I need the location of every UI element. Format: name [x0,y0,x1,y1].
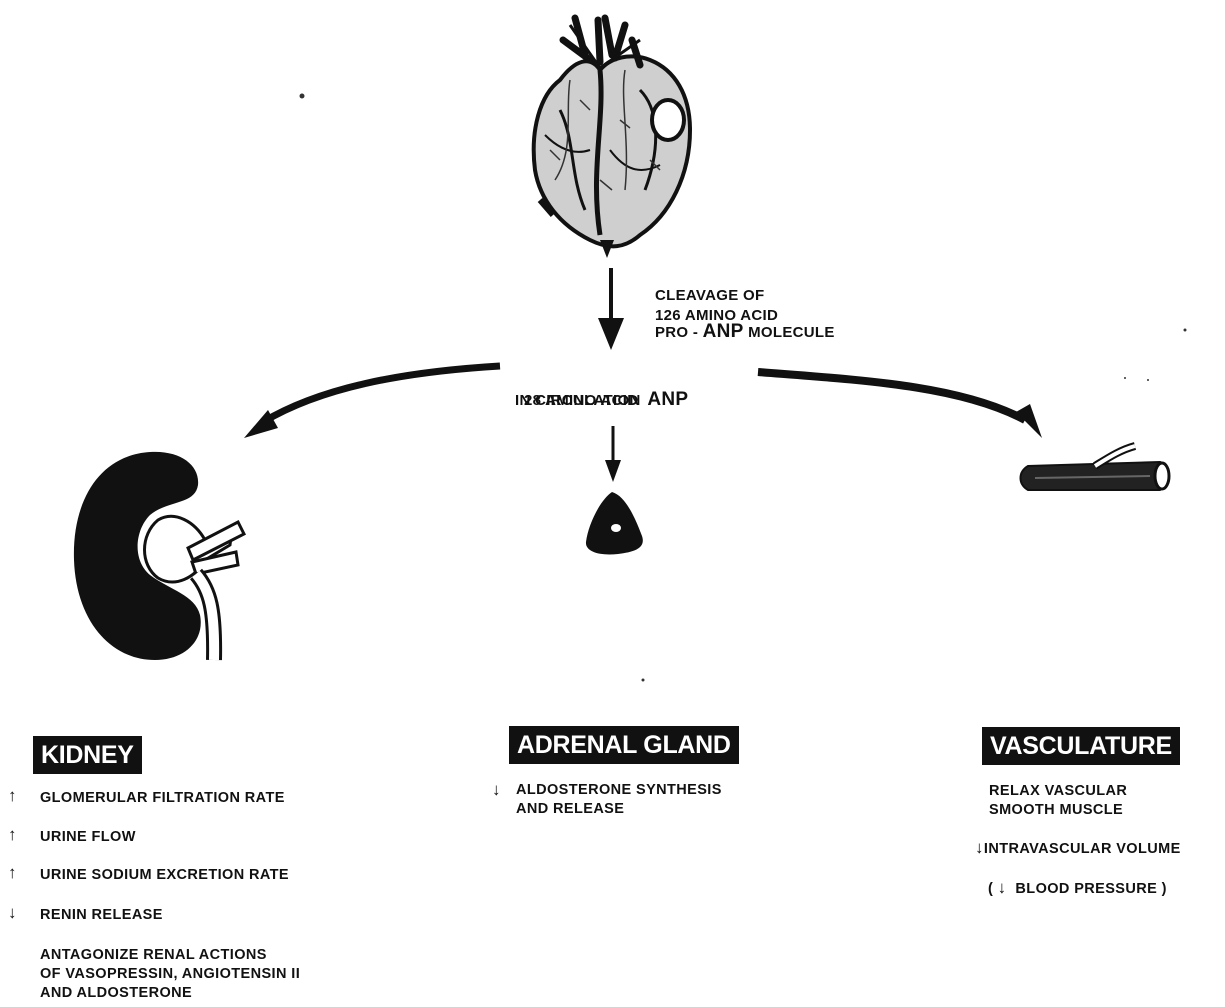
vasculature-effect-pressure: ( ↓ BLOOD PRESSURE ) [988,878,1167,899]
decrease-arrow-icon: ↓ [492,780,501,799]
kidney-effect-text: URINE SODIUM EXCRETION RATE [40,866,289,885]
kidney-effect-item: ↓ RENIN RELEASE [8,903,408,924]
adrenal-gland-icon [586,492,643,555]
kidney-effect-text: RENIN RELEASE [40,906,163,925]
increase-arrow-icon: ↑ [8,786,17,805]
adrenal-title: ADRENAL GLAND [509,726,739,764]
cleavage-label: CLEAVAGE OF 126 AMINO ACID [655,286,778,326]
circulation-line2: IN CIRCULATION [515,391,641,411]
adrenal-effect: ALDOSTERONE SYNTHESIS AND RELEASE [516,781,722,819]
increase-arrow-icon: ↑ [8,825,17,844]
kidney-effect-item: ↑ URINE FLOW [8,825,408,846]
vasculature-effect-relax: RELAX VASCULAR SMOOTH MUSCLE [989,782,1127,820]
scan-speck-dots [300,94,1187,682]
kidney-effect-item: ↑ GLOMERULAR FILTRATION RATE [8,786,408,807]
curved-arrow-left-icon [244,366,500,438]
kidney-effect-text: GLOMERULAR FILTRATION RATE [40,789,285,808]
blood-vessel-icon [1021,446,1170,490]
pro-anp-label: PRO - ANP MOLECULE [655,322,835,343]
kidney-title: KIDNEY [33,736,142,774]
arrow-down-icon [605,426,621,482]
pressure-open-paren: ( [988,881,998,897]
volume-text: INTRAVASCULAR VOLUME [984,841,1181,857]
pressure-text: BLOOD PRESSURE ) [1007,881,1167,897]
kidney-effect-item: ↑ URINE SODIUM EXCRETION RATE [8,863,408,884]
pro-anp-term: ANP [703,321,744,342]
kidney-icon [74,452,244,660]
arrow-down-icon [598,268,624,350]
increase-arrow-icon: ↑ [8,863,17,882]
vasculature-effect-volume: ↓INTRAVASCULAR VOLUME [975,838,1181,859]
kidney-antagonize-note: ANTAGONIZE RENAL ACTIONS OF VASOPRESSIN,… [40,946,300,1003]
pro-anp-prefix: PRO - [655,324,703,341]
decrease-arrow-icon: ↓ [975,838,984,857]
vasculature-title: VASCULATURE [982,727,1180,765]
decrease-arrow-icon: ↓ [8,903,17,922]
circulation-anp-term: ANP [647,389,688,410]
curved-arrow-right-icon [758,372,1042,438]
decrease-arrow-icon: ↓ [998,878,1007,897]
kidney-effect-text: URINE FLOW [40,828,136,847]
pro-anp-suffix: MOLECULE [744,324,835,341]
heart-icon [534,18,690,258]
